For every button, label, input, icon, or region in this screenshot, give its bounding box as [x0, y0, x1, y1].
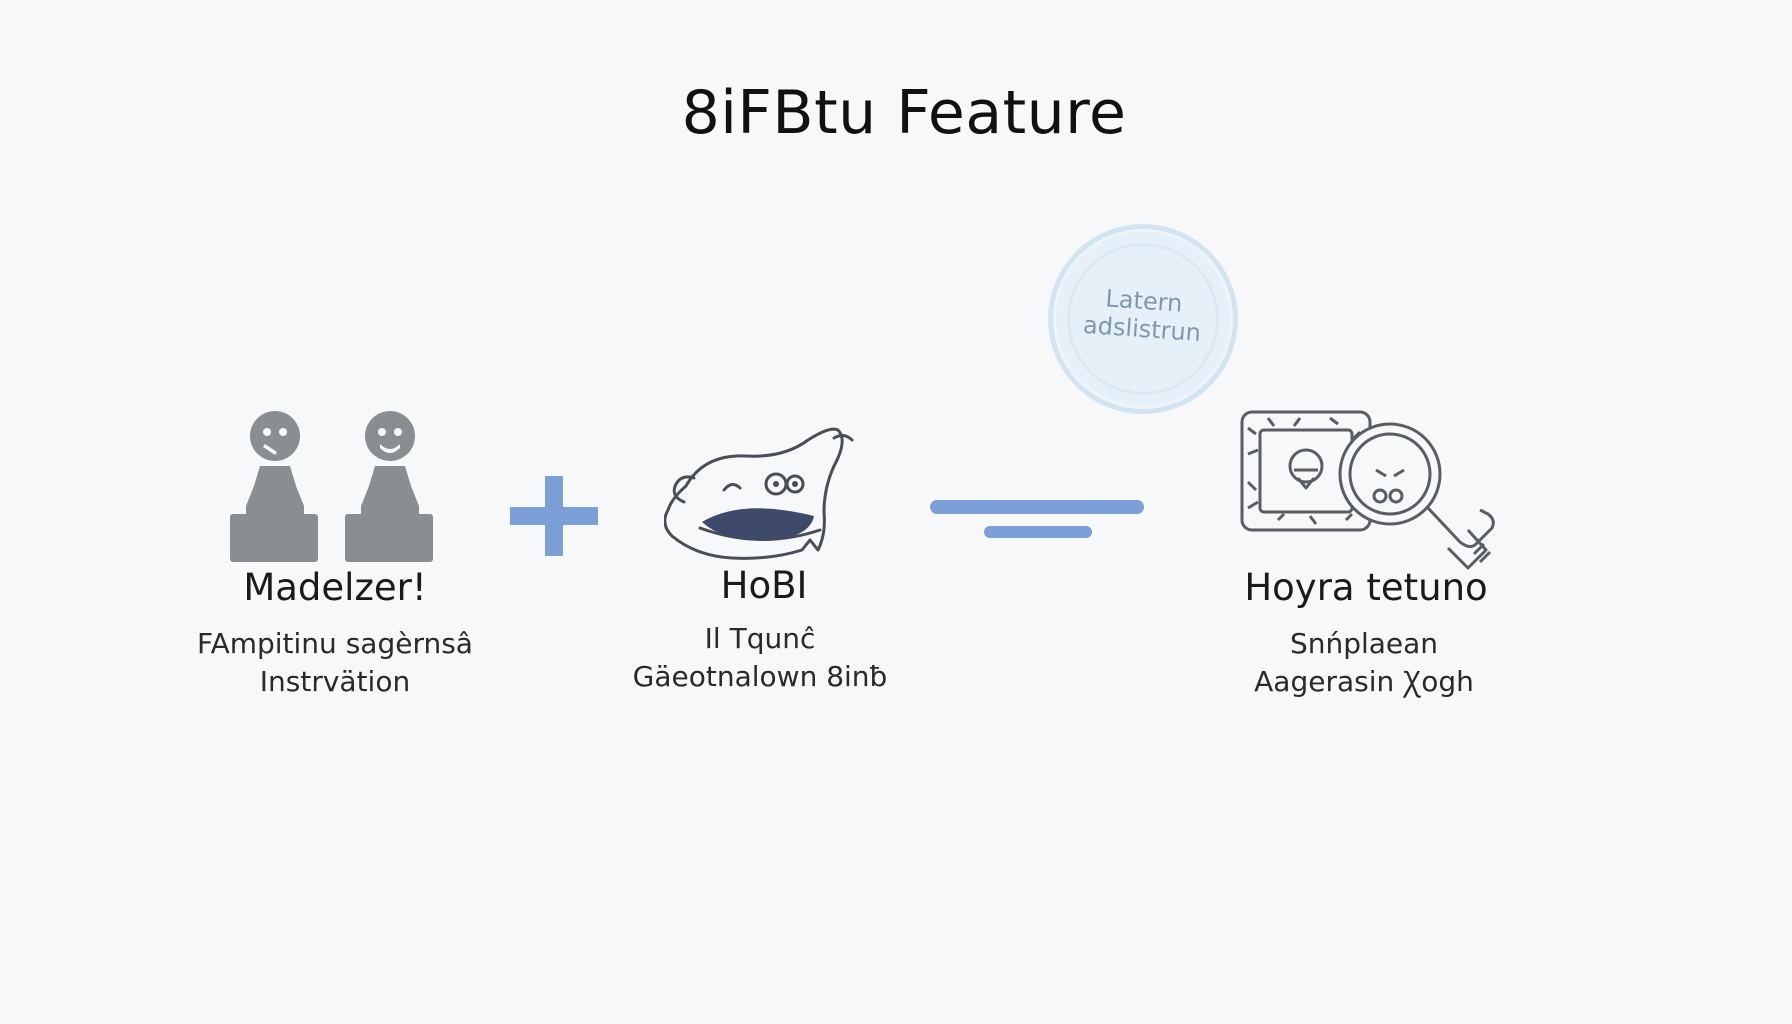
badge-ring [1067, 243, 1219, 395]
item-3-heading: Hoyra tetuno [1244, 566, 1488, 609]
item-3-description-line-1: Snńplaean [1289, 627, 1439, 660]
item-1-description-line-1: FAmpitinu sagèrnsâ [197, 627, 473, 660]
animal-illustration-icon [664, 427, 854, 560]
item-1-description: FAmpitinu sagèrnsâ Instrvätion [197, 625, 473, 701]
item-1-description-line-2: Instrvätion [259, 665, 411, 698]
plus-icon [510, 476, 598, 556]
people-icon [230, 411, 433, 562]
equals-icon [930, 500, 1144, 538]
item-1-heading: Madelzer! [243, 566, 427, 609]
item-3-description-line-2: Aagerasin Ꭓogh [1254, 665, 1474, 698]
item-2-description-line-1: Il Tqunĉ [704, 622, 816, 655]
item-2-description-line-2: Gäeotnalown 8inƀ [632, 660, 888, 693]
page-title: 8iFBtu Feature [681, 78, 1127, 148]
status-badge: Latern adslistrun [1048, 224, 1238, 414]
frame-magnifier-icon [1240, 410, 1495, 570]
item-2-heading: HoBI [720, 564, 808, 607]
item-3-description: Snńplaean Aagerasin Ꭓogh [1254, 625, 1474, 701]
item-2-description: Il Tqunĉ Gäeotnalown 8inƀ [633, 620, 888, 696]
